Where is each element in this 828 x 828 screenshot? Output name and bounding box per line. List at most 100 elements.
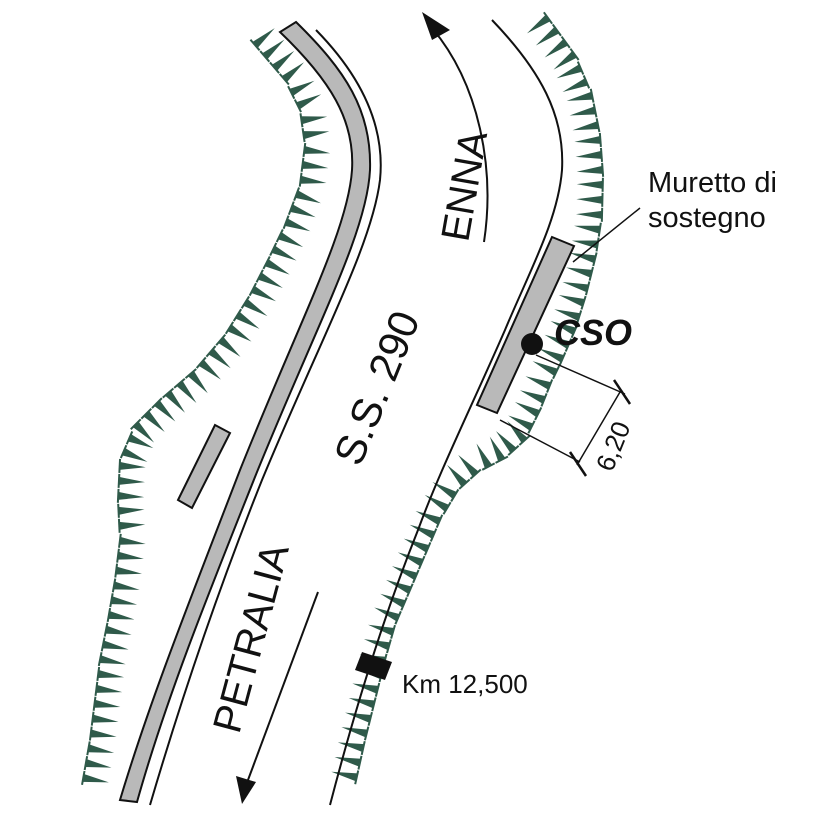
right-slope-upper-tick-base-47	[386, 639, 392, 654]
right-slope-upper-tick-8	[572, 121, 599, 131]
left-slope-tick-base-27	[162, 387, 175, 399]
right-slope-upper-tick-base-54	[360, 740, 366, 756]
left-slope-tick-base-46	[97, 652, 103, 667]
left-slope-tick-base-37	[117, 518, 121, 533]
left-slope-tick-base-44	[103, 622, 109, 637]
left-slope-tick-base-8	[302, 142, 307, 158]
right-slope-upper-tick-base-19	[584, 281, 591, 296]
right-slope-upper-tick-base-31	[507, 444, 520, 456]
right-slope-upper-tick-base-22	[570, 324, 579, 339]
left-slope-tick-38	[119, 536, 146, 545]
left-slope-tick-21	[227, 324, 252, 342]
right-slope-upper-tick-21	[554, 309, 581, 321]
wall-label-line1: Muretto di	[648, 167, 777, 199]
right-slope-upper-tick-10	[575, 150, 602, 159]
distance-label: 6,20	[590, 417, 637, 475]
left-slope-tick-base-38	[118, 533, 122, 548]
right-slope-upper-tick-base-28	[534, 406, 543, 421]
left-slope-tick-base-23	[205, 345, 217, 358]
left-slope-tick-4	[289, 80, 315, 97]
left-slope-tick-44	[105, 625, 132, 635]
right-slope-upper-tick-base-41	[418, 555, 426, 570]
left-slope-tick-10	[300, 175, 327, 184]
right-slope-upper-tick-27	[519, 390, 546, 404]
right-slope-upper-tick-11	[576, 165, 603, 174]
right-slope-upper-tick-base-38	[435, 514, 444, 529]
left-slope-tick-base-51	[88, 726, 93, 741]
right-slope-upper-tick-34	[458, 454, 479, 477]
right-slope-upper-tick-base-46	[390, 624, 396, 639]
small-wall-left	[176, 423, 232, 510]
left-slope-tick-base-21	[224, 321, 235, 335]
right-slope-upper-tick-20	[558, 294, 585, 307]
right-slope-upper-tick-base-4	[576, 61, 585, 75]
right-slope-upper-tick-5	[562, 78, 588, 93]
right-slope-upper-tick-base-30	[518, 434, 531, 446]
right-slope-upper-tick-33	[476, 443, 492, 469]
left-slope-tick-base-5	[293, 99, 302, 113]
right-slope-upper-tick-base-32	[495, 455, 509, 464]
right-slope-upper-tick-base-36	[450, 488, 460, 502]
right-road-edge	[329, 19, 564, 806]
left-slope-tick-8	[303, 145, 331, 154]
right-slope-upper-tick-base-10	[599, 147, 604, 162]
left-slope-tick-34	[118, 476, 145, 485]
left-slope-tick-base-11	[293, 187, 300, 201]
left-slope-tick-18	[251, 285, 276, 302]
left-slope-tick-20	[235, 311, 260, 329]
left-slope-tick-base-14	[275, 229, 284, 243]
left-slope-tick-base-10	[298, 172, 303, 187]
left-slope-tick-base-3	[278, 73, 290, 86]
right-slope-upper-tick-base-15	[597, 222, 602, 237]
right-slope-upper-tick-base-1	[551, 23, 562, 37]
right-slope-upper-tick-0	[526, 14, 551, 34]
left-slope-tick-3	[281, 62, 305, 83]
left-slope-tick-base-50	[90, 711, 95, 726]
right-slope-upper-tick-base-40	[423, 541, 432, 556]
right-slope-upper-tick-base-5	[582, 75, 591, 89]
right-slope-upper-tick-base-45	[394, 610, 402, 625]
left-road-edge	[149, 29, 382, 806]
left-slope-tick-base-2	[269, 61, 280, 74]
left-slope-tick-41	[113, 581, 140, 590]
right-slope-upper-tick-base-16	[595, 237, 600, 252]
right-slope-upper-tick-29	[508, 415, 534, 431]
left-slope-tick-base-18	[248, 282, 257, 297]
left-slope-tick-base-20	[232, 308, 242, 322]
left-slope-tick-base-49	[92, 696, 97, 711]
left-slope-tick-base-0	[249, 39, 261, 51]
right-slope-upper-tick-56	[331, 771, 358, 782]
right-slope-upper-tick-base-18	[588, 266, 594, 281]
left-slope-tick-6	[300, 116, 328, 125]
right-slope-upper-tick-base-21	[576, 310, 583, 325]
left-slope-tick-26	[176, 380, 197, 404]
right-slope-upper-tick-4	[556, 64, 583, 79]
cso-label: CSO	[554, 312, 632, 353]
left-slope-tick-40	[115, 566, 142, 575]
left-slope-tick-45	[102, 640, 129, 650]
left-slope-tick-base-40	[114, 563, 119, 578]
right-slope-upper-tick-base-33	[481, 462, 496, 471]
left-slope-tick-9	[302, 160, 329, 169]
left-slope-tick-25	[187, 370, 208, 394]
left-slope-tick-base-13	[282, 215, 290, 230]
left-slope-tick-base-33	[118, 458, 122, 473]
right-slope-upper-tick-28	[514, 402, 540, 418]
petralia-direction-arrow	[247, 591, 319, 781]
right-slope-upper-tick-base-44	[400, 597, 408, 611]
right-slope-upper-tick-32	[489, 436, 506, 462]
left-slope-tick-50	[92, 714, 119, 723]
left-slope-tick-base-53	[83, 756, 89, 771]
right-slope-upper-tick-53	[341, 727, 368, 738]
left-slope-tick-46	[99, 655, 126, 665]
right-slope-upper-tick-base-20	[580, 295, 587, 310]
left-slope-tick-51	[90, 729, 117, 738]
left-retaining-wall	[118, 20, 372, 804]
wall-leader-line	[572, 207, 641, 263]
right-slope-upper-tick-base-11	[601, 162, 605, 177]
left-slope-tick-37	[119, 521, 146, 530]
right-slope-upper-tick-2	[544, 39, 569, 58]
left-slope-tick-base-7	[301, 128, 306, 143]
right-slope-upper-tick-14	[576, 210, 603, 219]
